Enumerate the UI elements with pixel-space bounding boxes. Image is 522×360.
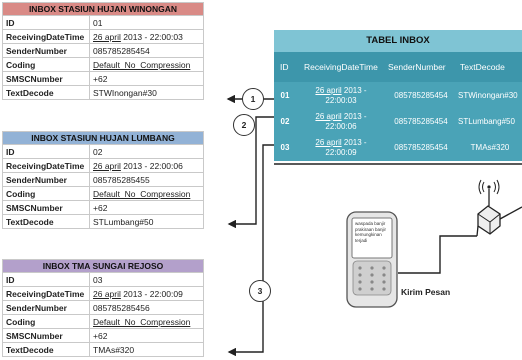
field-value: 01	[89, 15, 204, 30]
field-label: Coding	[2, 314, 90, 329]
row-sender: 085785285454	[394, 91, 448, 100]
record-title: INBOX STASIUN HUJAN LUMBANG	[2, 131, 204, 145]
record-title: INBOX STASIUN HUJAN WINONGAN	[2, 2, 204, 16]
row-text: TMAs#320	[470, 143, 510, 152]
field-value: 26 april 2013 - 22:00:03	[89, 29, 204, 44]
mobile-phone-icon	[346, 211, 398, 308]
row-date: 26 april 2013 - 22:00:09	[298, 138, 384, 162]
inbox-table: TABEL INBOX ID ReceivingDateTime SenderN…	[274, 30, 522, 161]
phone-screen-text: waspada banjir prakiraan banjir kemungki…	[355, 221, 387, 243]
field-label: TextDecode	[2, 85, 90, 100]
date-time: 22:00:03	[325, 96, 357, 105]
field-value: Default_No_Compression	[89, 314, 204, 329]
inbox-table-title: TABEL INBOX	[274, 30, 522, 52]
field-label: SMSCNumber	[2, 71, 90, 86]
step-marker-3: 3	[249, 280, 271, 302]
field-value: 03	[89, 272, 204, 287]
date-word: 26 april	[93, 288, 121, 299]
row-date: 26 april 2013 - 22:00:03	[298, 86, 384, 110]
field-label: SenderNumber	[2, 172, 90, 187]
step-marker-1: 1	[242, 88, 264, 110]
date-rest: 2013 -	[341, 138, 367, 147]
field-label: Coding	[2, 186, 90, 201]
field-value: STWInongan#30	[89, 85, 204, 100]
field-label: Coding	[2, 57, 90, 72]
field-label: TextDecode	[2, 342, 90, 357]
column-header-id: ID	[280, 62, 289, 72]
field-label: ID	[2, 15, 90, 30]
row-date: 26 april 2013 - 22:00:06	[298, 112, 384, 136]
field-value: Default_No_Compression	[89, 186, 204, 201]
field-value: +62	[89, 328, 204, 343]
field-value: +62	[89, 71, 204, 86]
connector-modem-out	[499, 206, 522, 220]
column-header-sender: SenderNumber	[388, 62, 446, 72]
date-rest: 2013 - 22:00:06	[120, 160, 183, 171]
connector-2	[227, 116, 274, 229]
field-label: SMSCNumber	[2, 200, 90, 215]
row-text: STLumbang#50	[458, 117, 515, 126]
field-label: ReceivingDateTime	[2, 286, 90, 301]
connector-phone-modem	[398, 235, 477, 274]
column-header-receiving: ReceivingDateTime	[304, 62, 378, 72]
step-marker-2: 2	[233, 114, 255, 136]
date-word: 26 april	[315, 138, 342, 147]
field-value: 085785285455	[89, 172, 204, 187]
date-rest: 2013 -	[341, 86, 367, 95]
column-header-text: TextDecode	[460, 62, 505, 72]
field-label: TextDecode	[2, 214, 90, 229]
field-label: ReceivingDateTime	[2, 158, 90, 173]
field-value: 26 april 2013 - 22:00:06	[89, 158, 204, 173]
field-value: Default_No_Compression	[89, 57, 204, 72]
row-sender: 085785285454	[394, 117, 448, 126]
table-row: 01 26 april 2013 - 22:00:03 085785285454…	[274, 84, 522, 108]
field-label: SenderNumber	[2, 300, 90, 315]
date-rest: 2013 - 22:00:09	[120, 288, 183, 299]
row-id: 03	[280, 143, 290, 152]
field-value: STLumbang#50	[89, 214, 204, 229]
field-value: 085785285454	[89, 43, 204, 58]
send-message-label: Kirim Pesan	[401, 287, 451, 297]
field-label: SMSCNumber	[2, 328, 90, 343]
field-label: SenderNumber	[2, 43, 90, 58]
table-row: 03 26 april 2013 - 22:00:09 085785285454…	[274, 136, 522, 160]
field-value: +62	[89, 200, 204, 215]
row-id: 01	[280, 91, 290, 100]
field-value: TMAs#320	[89, 342, 204, 357]
field-value: 26 april 2013 - 22:00:09	[89, 286, 204, 301]
row-text: STWinongan#30	[458, 91, 518, 100]
signal-icon	[478, 179, 500, 195]
date-word: 26 april	[315, 112, 342, 121]
record-title: INBOX TMA SUNGAI REJOSO	[2, 259, 204, 273]
date-time: 22:00:09	[325, 148, 357, 157]
field-label: ID	[2, 272, 90, 287]
row-sender: 085785285454	[394, 143, 448, 152]
date-time: 22:00:06	[325, 122, 357, 131]
inbox-table-header: ID ReceivingDateTime SenderNumber TextDe…	[274, 52, 522, 82]
date-word: 26 april	[93, 31, 121, 42]
date-word: 26 april	[93, 160, 121, 171]
field-label: ID	[2, 144, 90, 159]
field-value: 085785285456	[89, 300, 204, 315]
date-rest: 2013 - 22:00:03	[120, 31, 183, 42]
connector-3	[227, 144, 274, 357]
table-row: 02 26 april 2013 - 22:00:06 085785285454…	[274, 110, 522, 134]
date-rest: 2013 -	[341, 112, 367, 121]
modem-icon	[476, 185, 501, 237]
row-id: 02	[280, 117, 290, 126]
field-label: ReceivingDateTime	[2, 29, 90, 44]
field-value: 02	[89, 144, 204, 159]
date-word: 26 april	[315, 86, 342, 95]
